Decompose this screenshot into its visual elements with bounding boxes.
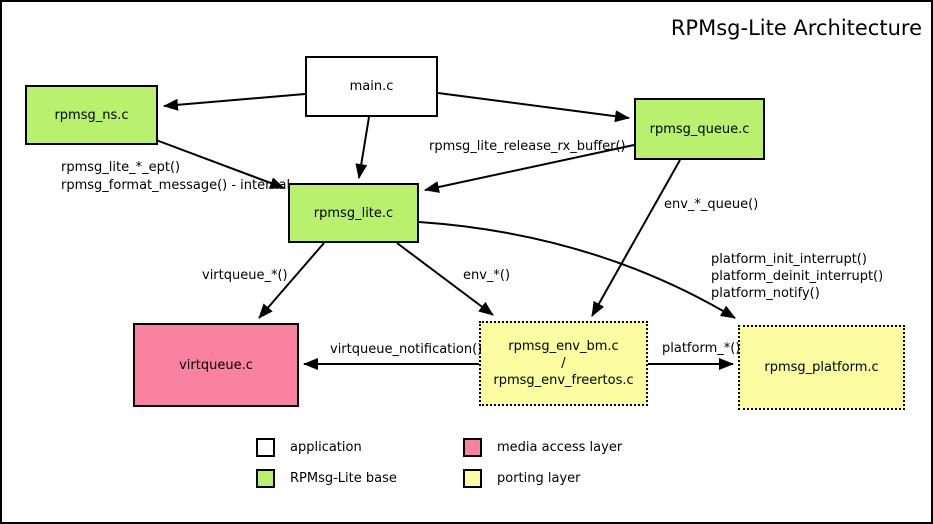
legend-swatch-media-access-layer — [463, 438, 482, 457]
edge-label-platform-init: platform_init_interrupt() — [711, 252, 867, 267]
edge-rpmsg-queue-to-rpmsg-lite — [424, 144, 635, 193]
node-rpmsg-env-label-line1: rpmsg_env_bm.c — [508, 339, 619, 354]
edge-main-to-rpmsg-lite — [355, 116, 370, 179]
node-rpmsg-env-label-line2: / — [561, 356, 566, 371]
edge-rpmsg-queue-to-rpmsg-env — [591, 159, 681, 317]
edge-rpmsg-lite-to-virtqueue — [258, 242, 325, 319]
node-rpmsg-queue: rpmsg_queue.c — [634, 98, 765, 160]
edge-label-ept-line1: rpmsg_lite_*_ept() — [61, 160, 181, 175]
node-virtqueue: virtqueue.c — [133, 323, 299, 407]
edge-label-platform-deinit: platform_deinit_interrupt() — [711, 269, 884, 284]
node-rpmsg-platform-label: rpmsg_platform.c — [764, 360, 879, 375]
edge-label-env-queue: env_*_queue() — [664, 197, 759, 212]
edge-label-platform-star: platform_*() — [662, 341, 741, 356]
edge-label-platform-fns: platform_init_interrupt() platform_deini… — [711, 251, 883, 302]
node-rpmsg-platform: rpmsg_platform.c — [738, 325, 905, 410]
edge-label-ept: rpmsg_lite_*_ept() rpmsg_format_message(… — [61, 159, 290, 195]
node-rpmsg-env-label-line3: rpmsg_env_freertos.c — [493, 373, 634, 388]
legend-label-application: application — [290, 440, 362, 455]
node-rpmsg-env: rpmsg_env_bm.c / rpmsg_env_freertos.c — [479, 321, 648, 406]
legend-label-rpmsg-lite-base: RPMsg-Lite base — [290, 471, 397, 486]
edge-label-platform-notify: platform_notify() — [711, 286, 820, 301]
edge-label-virtqueue-star: virtqueue_*() — [202, 268, 288, 283]
node-rpmsg-queue-label: rpmsg_queue.c — [649, 121, 750, 137]
edge-rpmsg-lite-to-rpmsg-platform — [418, 221, 736, 319]
node-rpmsg-ns: rpmsg_ns.c — [25, 85, 158, 145]
legend-label-media-access-layer: media access layer — [497, 440, 623, 455]
node-rpmsg-ns-label: rpmsg_ns.c — [54, 107, 129, 123]
node-rpmsg-lite: rpmsg_lite.c — [288, 183, 419, 243]
diagram-title: RPMsg-Lite Architecture — [670, 16, 922, 40]
edge-label-virtqueue-notification: virtqueue_notification() — [330, 342, 483, 357]
edge-main-to-rpmsg-queue — [437, 92, 630, 123]
edge-label-env-star: env_*() — [463, 268, 511, 283]
legend-swatch-application — [256, 438, 275, 457]
edge-main-to-rpmsg-ns — [163, 93, 306, 111]
legend-swatch-rpmsg-lite-base — [256, 469, 275, 488]
edge-label-release-rx-buffer: rpmsg_lite_release_rx_buffer() — [429, 139, 626, 154]
node-main-label: main.c — [349, 79, 394, 94]
node-main: main.c — [305, 56, 438, 117]
edge-label-ept-line2: rpmsg_format_message() - internal — [61, 178, 291, 193]
edge-rpmsg-lite-to-rpmsg-env — [396, 242, 494, 316]
legend-label-porting-layer: porting layer — [497, 471, 581, 486]
edge-rpmsg-ns-to-rpmsg-lite — [155, 139, 285, 189]
node-rpmsg-lite-label: rpmsg_lite.c — [313, 205, 394, 221]
node-virtqueue-label: virtqueue.c — [179, 357, 253, 373]
legend-swatch-porting-layer — [463, 469, 482, 488]
